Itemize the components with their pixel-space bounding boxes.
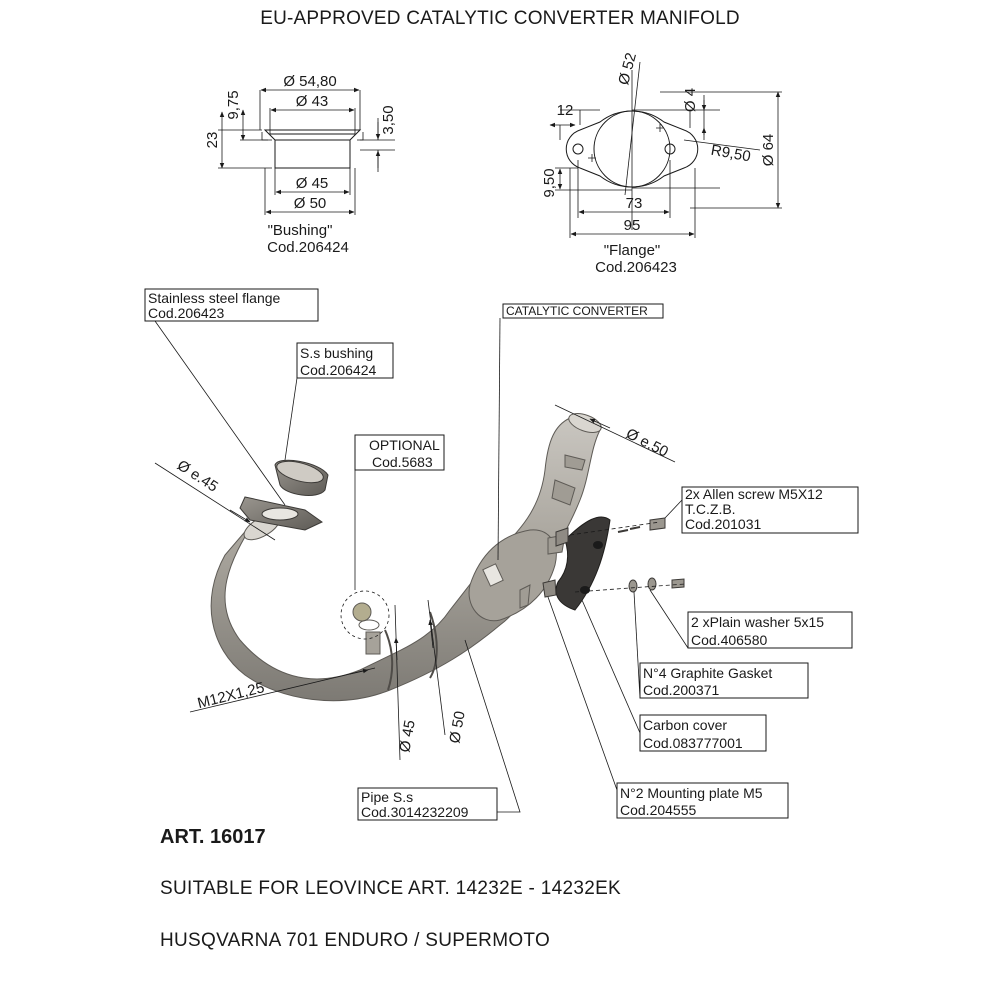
flange-dim-half: 9,50	[541, 168, 558, 197]
flange-name: "Flange"	[604, 242, 661, 259]
callout-washer-code: Cod.406580	[691, 632, 768, 648]
callout-bushing: S.s bushing Cod.206424	[284, 342, 394, 461]
bushing-drawing: Ø 54,80 Ø 43 Ø 45 Ø 50 23 9,75 3,50 "Bus…	[204, 73, 397, 256]
pipe-diameter-50: Ø 50	[446, 710, 468, 745]
callout-screw: 2x Allen screw M5X12 T.C.Z.B. Cod.201031	[664, 486, 859, 534]
callout-flange-name: Stainless steel flange	[148, 290, 281, 306]
callout-optional-code: Cod.5683	[372, 454, 433, 470]
outlet-diameter: Ø e.50	[623, 425, 671, 461]
flange-dim-holes: 73	[626, 195, 643, 212]
bushing-dim-height: 23	[204, 132, 221, 149]
callout-plate: N°2 Mounting plate M5 Cod.204555	[547, 596, 789, 819]
callout-cover: Carbon cover Cod.083777001	[581, 599, 767, 752]
page-title: EU-APPROVED CATALYTIC CONVERTER MANIFOLD	[260, 8, 740, 29]
flange-dim-radius: R9,50	[710, 142, 752, 166]
flange-dim-hole: Ø 4	[682, 88, 699, 112]
callout-plate-code: Cod.204555	[620, 802, 697, 818]
flange-code: Cod.206423	[595, 259, 677, 276]
callout-gasket-code: Cod.200371	[643, 682, 720, 698]
article-number: ART. 16017	[160, 826, 266, 848]
callout-washer-name: 2 xPlain washer 5x15	[691, 614, 824, 630]
callout-optional: OPTIONAL Cod.5683	[354, 434, 445, 590]
bushing-name: "Bushing"	[268, 222, 333, 239]
callout-catalytic-label: CATALYTIC CONVERTER	[506, 304, 648, 318]
exhaust-assembly	[210, 412, 686, 702]
callout-catalytic: CATALYTIC CONVERTER	[497, 303, 664, 561]
callout-pipe: Pipe S.s Cod.3014232209	[357, 639, 521, 821]
flange-dim-bore: Ø 52	[615, 51, 640, 87]
bushing-dim-body: Ø 50	[294, 195, 327, 212]
callout-flange-code: Cod.206423	[148, 305, 225, 321]
bushing-dim-lip: 3,50	[380, 105, 397, 134]
flange-dim-width: 95	[624, 217, 641, 234]
callout-optional-name: OPTIONAL	[369, 437, 440, 453]
callout-pipe-code: Cod.3014232209	[361, 804, 469, 820]
bushing-dim-top: 9,75	[225, 90, 242, 119]
pipe-diameter-45: Ø 45	[396, 719, 418, 754]
callout-pipe-name: Pipe S.s	[361, 789, 413, 805]
callout-cover-name: Carbon cover	[643, 717, 727, 733]
bushing-code: Cod.206424	[267, 239, 349, 256]
callout-cover-code: Cod.083777001	[643, 735, 743, 751]
callout-screw-code: Cod.201031	[685, 516, 762, 532]
callout-screw-spec: T.C.Z.B.	[685, 501, 736, 517]
callout-washer: 2 xPlain washer 5x15 Cod.406580	[649, 589, 853, 649]
callout-gasket: N°4 Graphite Gasket Cod.200371	[633, 591, 809, 699]
callout-screw-name: 2x Allen screw M5X12	[685, 486, 823, 502]
flange-drawing: Ø 52 Ø 4 R9,50 Ø 64 12 9,50 73 95 "Flang…	[541, 51, 782, 276]
callout-bushing-code: Cod.206424	[300, 362, 377, 378]
compatibility-text: SUITABLE FOR LEOVINCE ART. 14232E - 1423…	[160, 878, 622, 899]
flange-dim-lug: 12	[557, 102, 574, 119]
thread-spec: M12X1,25	[196, 679, 266, 712]
bushing-dim-outer: Ø 54,80	[283, 73, 336, 90]
callout-plate-name: N°2 Mounting plate M5	[620, 785, 763, 801]
callout-bushing-name: S.s bushing	[300, 345, 373, 361]
callout-flange: Stainless steel flange Cod.206423	[144, 288, 319, 506]
flange-dim-height: Ø 64	[760, 134, 777, 167]
vehicle-model: HUSQVARNA 701 ENDURO / SUPERMOTO	[160, 930, 551, 951]
bushing-dim-base: Ø 45	[296, 175, 329, 192]
callout-gasket-name: N°4 Graphite Gasket	[643, 665, 772, 681]
bushing-dim-inner: Ø 43	[296, 93, 329, 110]
